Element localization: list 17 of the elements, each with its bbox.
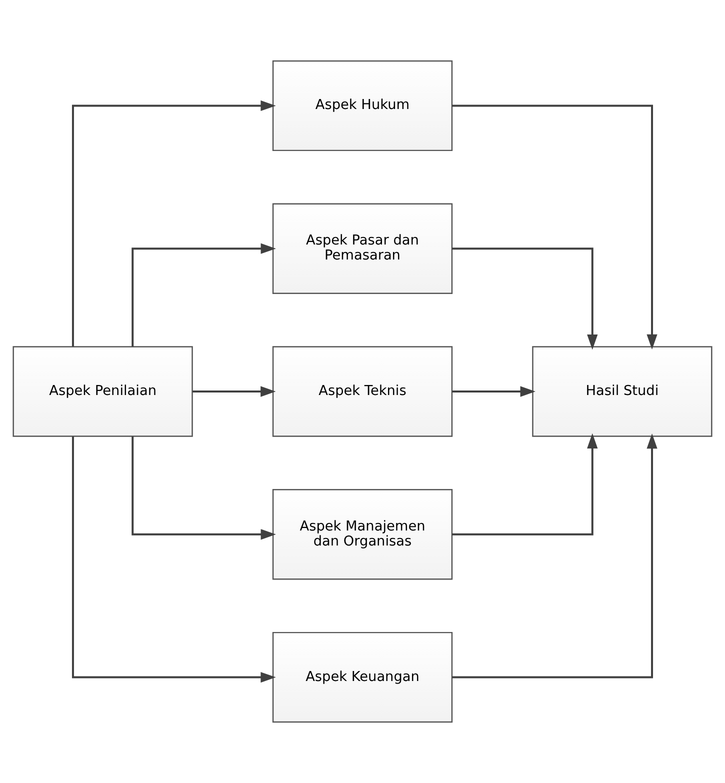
arrow [72,436,276,683]
node-box: Aspek Teknis [272,346,453,437]
arrow [452,104,658,350]
arrow [72,100,276,347]
arrow [452,386,536,397]
node-box: Aspek Keuangan [272,632,453,723]
arrow [452,248,598,350]
node-box: Aspek Manajemen dan Organisas [272,489,453,580]
node-box: Aspek Penilaian [12,346,193,437]
arrow [452,433,658,678]
node-box: Aspek Hukum [272,60,453,152]
arrow [192,386,276,397]
arrow [132,436,276,540]
arrow [452,433,598,536]
node-box: Hasil Studi [532,346,712,437]
node-box: Aspek Pasar dan Pemasaran [272,203,453,294]
arrow [132,243,276,347]
